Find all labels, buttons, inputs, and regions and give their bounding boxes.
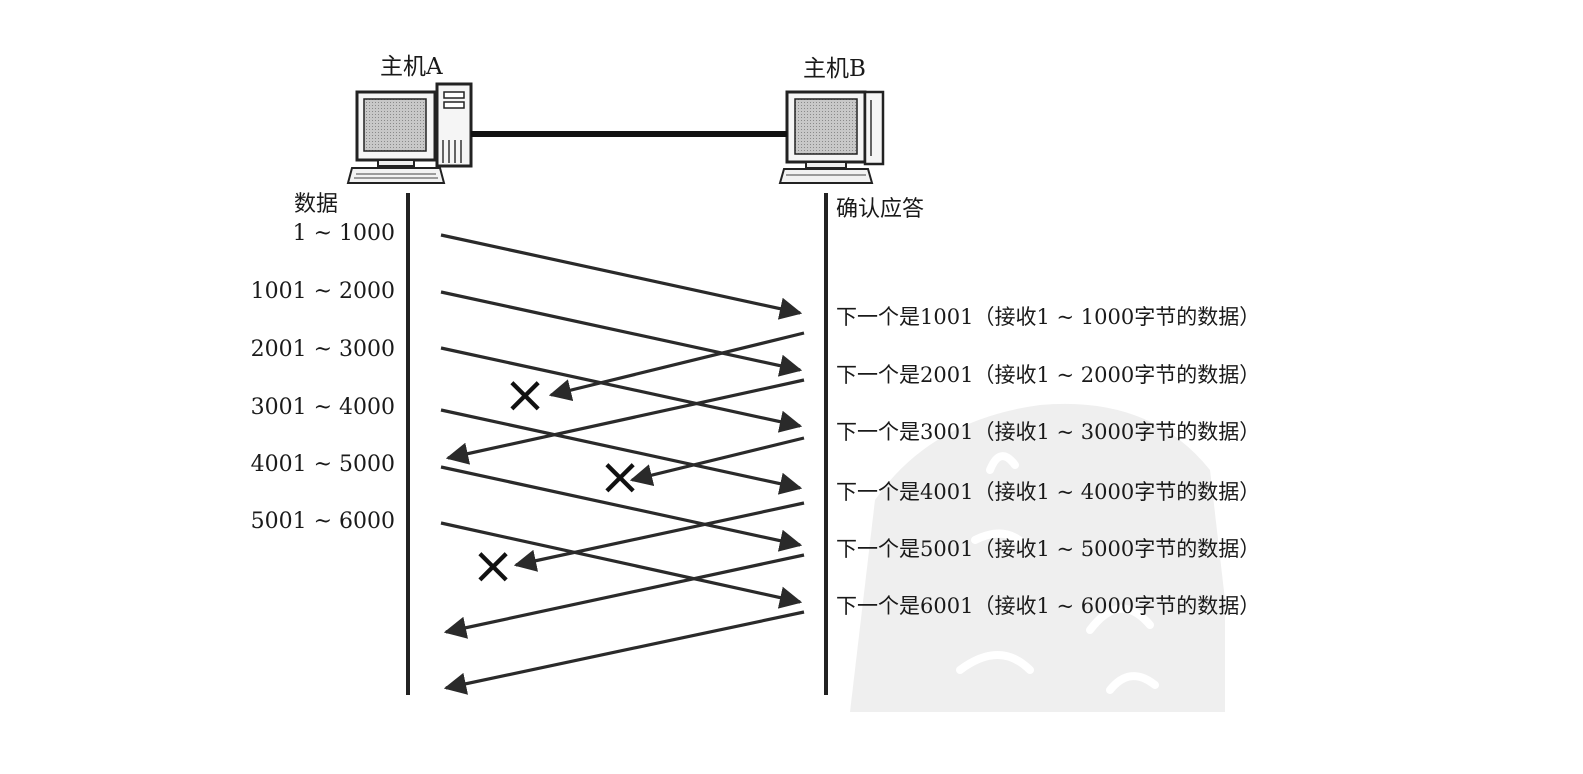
- ack-arrows: [443, 331, 805, 695]
- watermark-seal: [850, 403, 1225, 712]
- segment-label: 5001 ~ 6000: [250, 509, 395, 534]
- lost-ack-x-icon: ×: [598, 447, 642, 507]
- ack-label: 下一个是3001（接收1 ~ 3000字节的数据）: [836, 420, 1261, 444]
- ack-label: 下一个是6001（接收1 ~ 6000字节的数据）: [836, 594, 1261, 618]
- host-b-computer-icon: [778, 90, 885, 184]
- ack-label: 下一个是2001（接收1 ~ 2000字节的数据）: [836, 363, 1261, 387]
- data-heading: 数据: [294, 192, 339, 217]
- data-segment-arrow: [440, 290, 803, 377]
- data-segment-arrows: [440, 233, 803, 609]
- ack-arrow: [443, 610, 805, 695]
- ack-label: 下一个是4001（接收1 ~ 4000字节的数据）: [836, 480, 1261, 504]
- ack-arrow: [443, 553, 805, 639]
- data-segment-arrow: [440, 408, 803, 495]
- ack-arrow: [548, 331, 805, 402]
- ack-arrow: [629, 436, 805, 487]
- ack-label: 下一个是5001（接收1 ~ 5000字节的数据）: [836, 537, 1261, 561]
- ack-arrow: [513, 501, 805, 572]
- host-a-computer-icon: [346, 82, 473, 184]
- segment-label: 4001 ~ 5000: [250, 452, 395, 477]
- lost-ack-markers: × × ×: [471, 365, 642, 596]
- data-segment-arrow: [440, 233, 803, 320]
- host-a-label: 主机A: [380, 54, 443, 80]
- ack-heading: 确认应答: [836, 197, 925, 222]
- segment-label: 1 ~ 1000: [292, 221, 395, 246]
- data-segment-arrow: [440, 521, 803, 609]
- ack-label: 下一个是1001（接收1 ~ 1000字节的数据）: [836, 305, 1261, 329]
- data-segment-arrow: [440, 346, 803, 433]
- segment-label: 3001 ~ 4000: [250, 395, 395, 420]
- lost-ack-x-icon: ×: [471, 536, 515, 596]
- segment-label: 1001 ~ 2000: [250, 279, 395, 304]
- data-segment-arrow: [440, 465, 803, 552]
- ack-arrow: [445, 378, 805, 465]
- lost-ack-x-icon: ×: [503, 365, 547, 425]
- host-b-label: 主机B: [803, 56, 866, 82]
- segment-label: 2001 ~ 3000: [250, 337, 395, 362]
